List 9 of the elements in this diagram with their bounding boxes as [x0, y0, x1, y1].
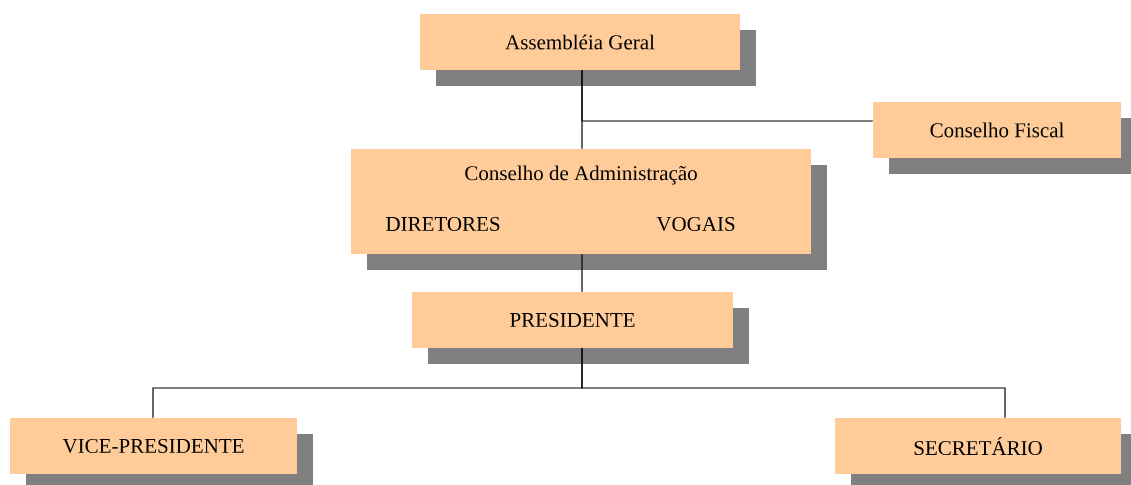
org-box: SECRETÁRIO [835, 418, 1131, 485]
connector-line [581, 69, 874, 122]
org-box: Assembléia Geral [420, 14, 756, 86]
connector-line [581, 347, 1006, 419]
connector-line [581, 253, 583, 293]
org-box: Conselho Fiscal [873, 102, 1131, 174]
org-box: Conselho de Administração DIRETORES VOGAIS [351, 149, 827, 270]
org-box: VICE-PRESIDENTE [10, 418, 313, 485]
org-box: PRESIDENTE [412, 292, 749, 364]
